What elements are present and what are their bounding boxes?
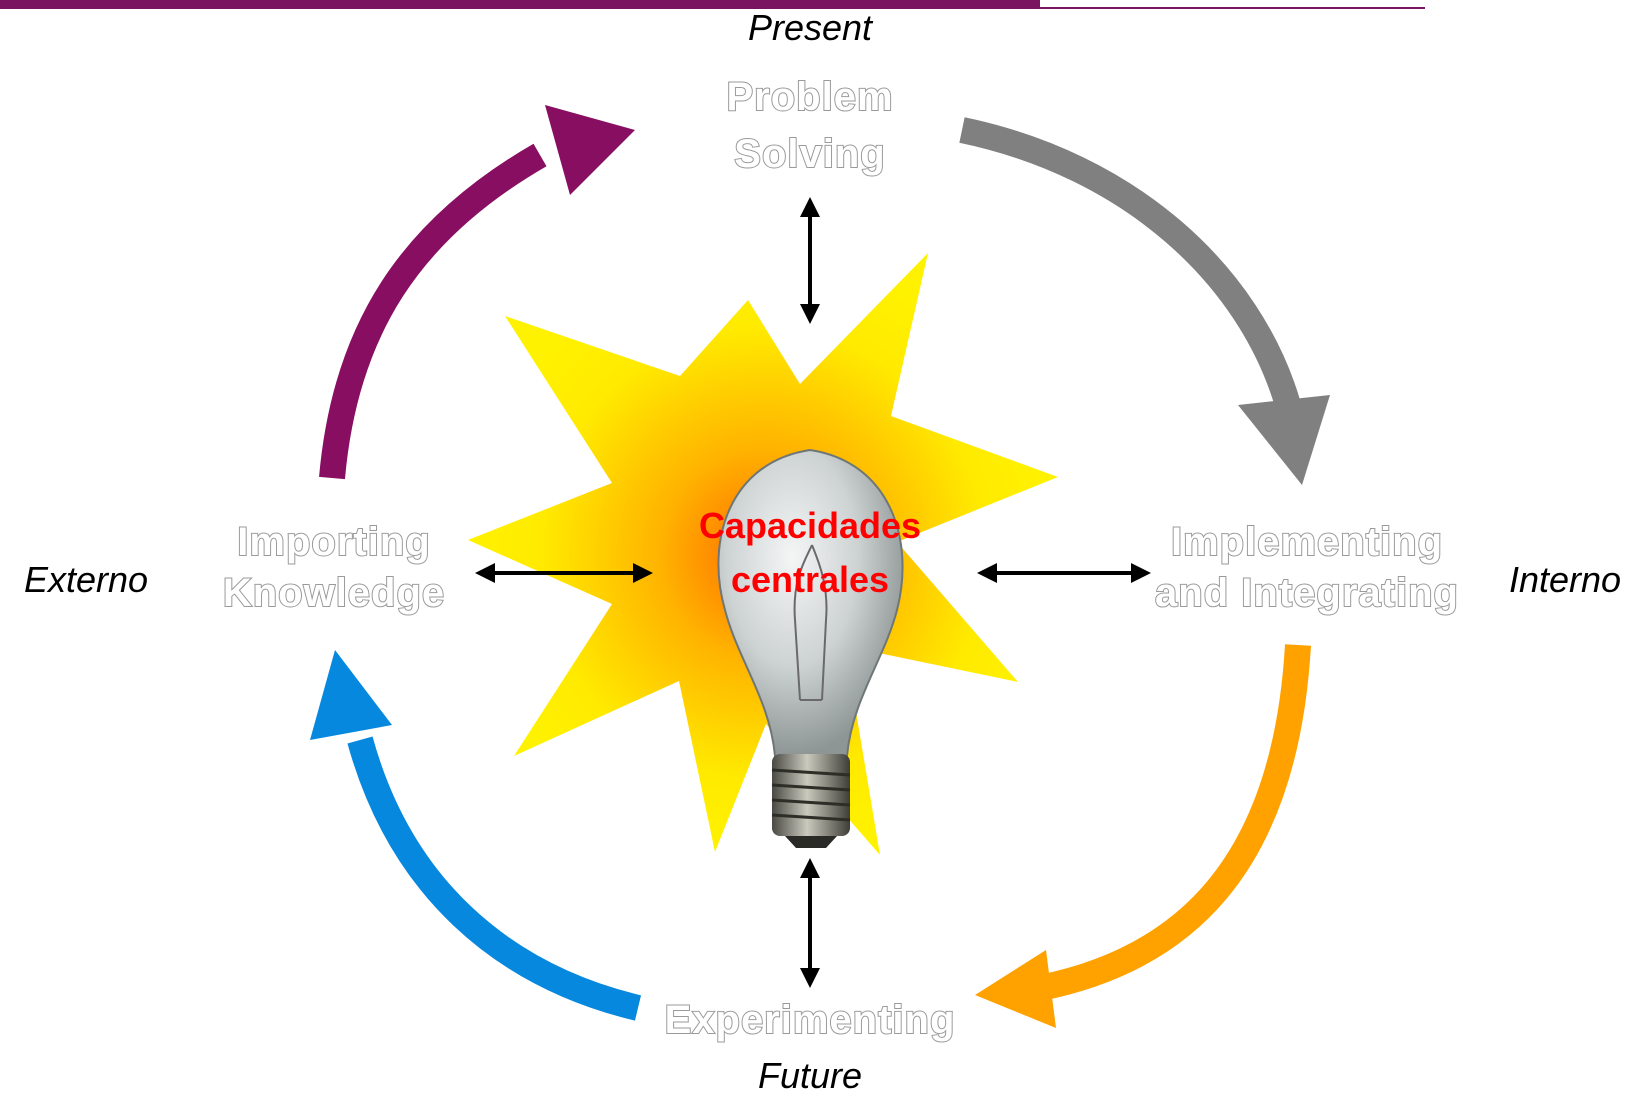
- bulb-thread-4: [771, 813, 851, 822]
- bulb-contact: [785, 836, 837, 848]
- bulb-thread-3: [771, 798, 851, 807]
- stage-problem-solving-line2: Solving: [734, 132, 885, 176]
- light-bulb-image: [717, 448, 904, 848]
- cycle-arrow-experimenting-to-importing-head: [310, 650, 392, 740]
- axis-label-externo: Externo: [24, 559, 148, 600]
- axis-label-future: Future: [758, 1055, 862, 1096]
- stage-implementing-line2: and Integrating: [1155, 571, 1459, 615]
- bulb-thread-2: [771, 783, 851, 792]
- axis-label-present: Present: [748, 7, 874, 48]
- stage-importing-line2: Knowledge: [223, 571, 445, 615]
- cycle-arrow-problem-solving-to-implementing-head: [1238, 395, 1330, 485]
- cycle-arrow-problem-solving-to-implementing: [959, 117, 1301, 409]
- cycle-arrow-importing-to-problem-solving-head: [545, 105, 635, 195]
- stage-implementing-line1: Implementing: [1171, 520, 1443, 564]
- top-rule-thin: [1040, 7, 1425, 9]
- center-label-line1: Capacidades: [699, 505, 921, 546]
- axis-label-interno: Interno: [1509, 559, 1621, 600]
- bulb-thread-1: [771, 768, 851, 777]
- center-label-line2: centrales: [731, 559, 889, 600]
- top-rule-thick: [0, 0, 1040, 9]
- bulb-base: [772, 754, 850, 836]
- cycle-arrow-experimenting-to-importing: [347, 736, 642, 1021]
- stage-experimenting: Experimenting: [665, 998, 956, 1042]
- stage-problem-solving-line1: Problem: [726, 75, 893, 119]
- cycle-arrow-implementing-to-experimenting-head: [975, 950, 1056, 1028]
- stage-importing-line1: Importing: [237, 520, 430, 564]
- bulb-glass: [717, 448, 904, 757]
- cycle-arrow-implementing-to-experimenting: [1037, 644, 1311, 1001]
- cycle-arrow-importing-to-problem-solving: [319, 143, 547, 480]
- bulb-filament: [793, 544, 828, 701]
